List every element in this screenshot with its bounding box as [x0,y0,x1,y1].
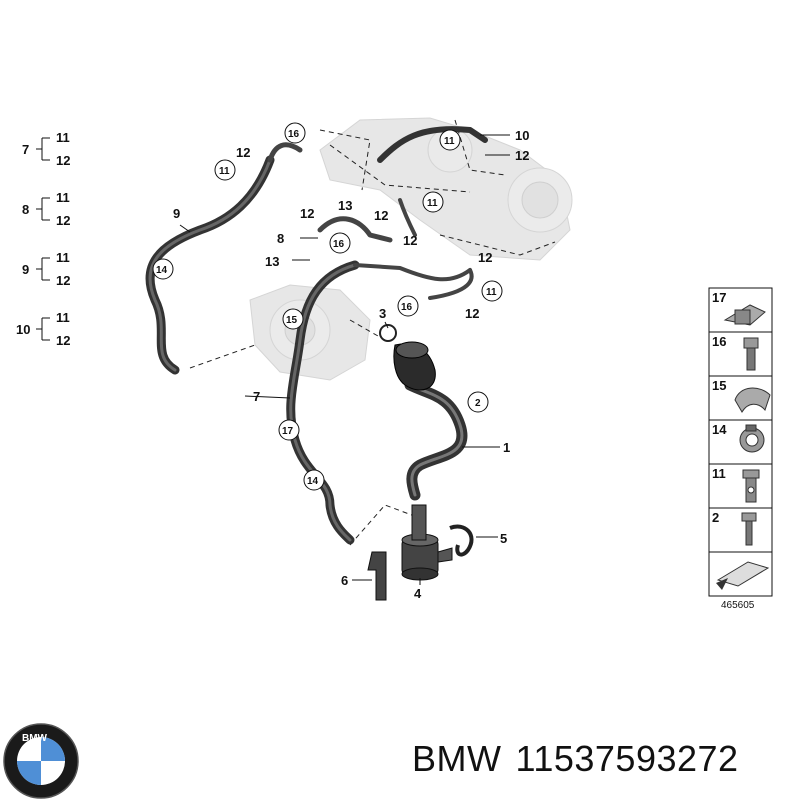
hose-1-highlight [408,383,464,497]
circled-callouts [152,122,503,491]
svg-text:16: 16 [333,239,345,250]
pipe-13 [398,198,417,237]
svg-text:16: 16 [401,302,413,313]
svg-text:1: 1 [503,440,510,455]
svg-text:12: 12 [465,306,479,321]
svg-text:2: 2 [712,510,719,525]
svg-text:2: 2 [475,398,481,409]
svg-text:12: 12 [56,213,70,228]
svg-text:3: 3 [379,306,386,321]
svg-text:11: 11 [56,250,70,265]
svg-text:8: 8 [22,202,29,217]
svg-text:14: 14 [156,265,168,276]
svg-text:5: 5 [500,531,507,546]
clip-5 [449,524,474,557]
svg-text:8: 8 [277,231,284,246]
svg-text:10: 10 [16,322,30,337]
svg-text:13: 13 [265,254,279,269]
bmw-logo: BMW [3,723,79,799]
legend-group-7: 7 11 12 [22,130,70,168]
svg-text:6: 6 [341,573,348,588]
coolant-elbow [379,324,436,391]
svg-text:11: 11 [712,466,726,481]
o-ring [379,324,397,342]
svg-text:10: 10 [515,128,529,143]
svg-text:11: 11 [444,136,455,147]
part-caption: BMW 11537593272 [412,738,739,780]
svg-text:9: 9 [173,206,180,221]
legend-group-10: 10 11 12 [16,310,70,348]
clip-17-icon [723,304,766,326]
svg-text:15: 15 [286,315,298,326]
bracket-15-icon [734,387,771,413]
svg-text:4: 4 [414,586,422,601]
svg-text:12: 12 [478,250,492,265]
svg-text:13: 13 [338,198,352,213]
pipe-11-lower [428,268,474,300]
screw-icon [741,512,757,546]
svg-text:12: 12 [56,273,70,288]
circled-callout-labels: 16 11 11 11 16 14 15 16 11 2 17 14 [156,129,497,487]
svg-text:14: 14 [307,476,319,487]
part-number: 11537593272 [515,738,739,779]
legend-group-9: 9 11 12 [22,250,70,288]
svg-text:12: 12 [515,148,529,163]
svg-text:12: 12 [56,153,70,168]
pipe-10 [377,126,488,163]
svg-text:12: 12 [403,233,417,248]
svg-text:7: 7 [253,389,260,404]
banjo-bolt-icon [742,469,760,503]
svg-text:11: 11 [219,166,230,177]
bracket-6 [367,551,387,601]
bolt-16-icon [743,337,759,371]
svg-text:17: 17 [282,426,294,437]
svg-text:14: 14 [712,422,727,437]
figure-number: 465605 [721,600,755,611]
svg-text:15: 15 [712,378,726,393]
pipe-8 [317,216,393,243]
svg-text:12: 12 [236,145,250,160]
pipe-upper-left [267,142,303,163]
svg-text:16: 16 [288,129,300,140]
svg-text:9: 9 [22,262,29,277]
parts-panel: 17 16 15 14 11 2 [708,287,773,611]
hose-1 [404,379,468,501]
legend-group-8: 8 11 12 [22,190,70,228]
hose-9-highlight [148,158,272,372]
svg-text:11: 11 [486,287,497,298]
arrow-icon [716,561,770,590]
callout-numbers: 1 5 7 6 4 3 9 10 12 12 12 13 12 12 8 13 … [173,128,529,601]
svg-text:16: 16 [712,334,726,349]
brand-name: BMW [412,738,502,779]
svg-text:12: 12 [300,206,314,221]
svg-text:17: 17 [712,290,726,305]
water-pump [401,504,453,581]
svg-text:11: 11 [56,130,70,145]
clamp-14-icon [739,424,765,453]
svg-text:BMW: BMW [22,733,48,744]
svg-text:7: 7 [22,142,29,157]
svg-text:11: 11 [56,190,70,205]
hoses [145,126,488,545]
svg-text:11: 11 [427,198,438,209]
svg-text:12: 12 [56,333,70,348]
pipe-12-right [353,263,472,282]
svg-text:12: 12 [374,208,388,223]
callout-leaders [179,134,510,585]
svg-text:11: 11 [56,310,70,325]
